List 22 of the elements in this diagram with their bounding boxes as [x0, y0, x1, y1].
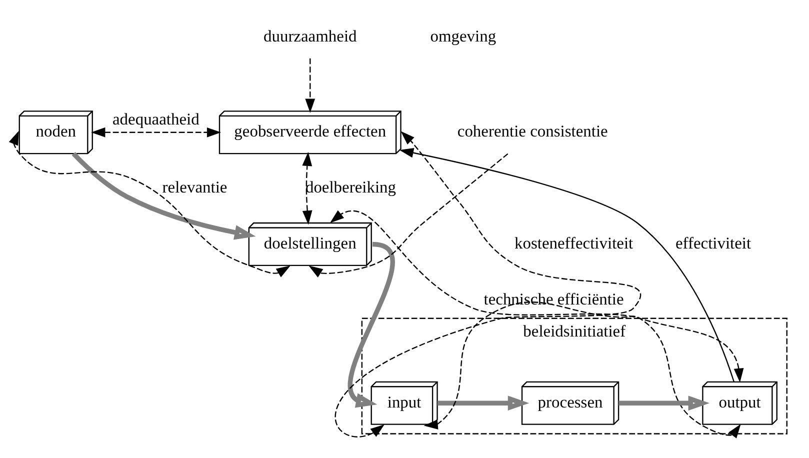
- arrow: [398, 147, 734, 382]
- arrow: [304, 58, 315, 112]
- edge-label: doelbereiking: [304, 177, 396, 196]
- arrow: [302, 151, 312, 224]
- label: omgeving: [430, 26, 496, 45]
- arrow: [618, 395, 710, 410]
- arrow: [334, 130, 640, 437]
- arrow: [329, 210, 744, 382]
- arrow: [347, 241, 394, 408]
- arrow: [71, 151, 256, 240]
- edge-label: effectiviteit: [675, 233, 751, 252]
- arrow: [423, 301, 740, 438]
- arrow: [90, 126, 221, 137]
- arrow: [308, 152, 508, 277]
- edge-label: adequaatheid: [112, 108, 199, 128]
- node-text: coherentie consistentie: [456, 121, 608, 140]
- edge-label: relevantie: [162, 177, 227, 196]
- arrow: [436, 395, 529, 410]
- node-text: duurzaamheid: [262, 26, 356, 45]
- edge-label: kosteneffectiviteit: [514, 233, 633, 252]
- arrow: [8, 130, 290, 277]
- edge-label: technische efficiëntie: [483, 288, 624, 308]
